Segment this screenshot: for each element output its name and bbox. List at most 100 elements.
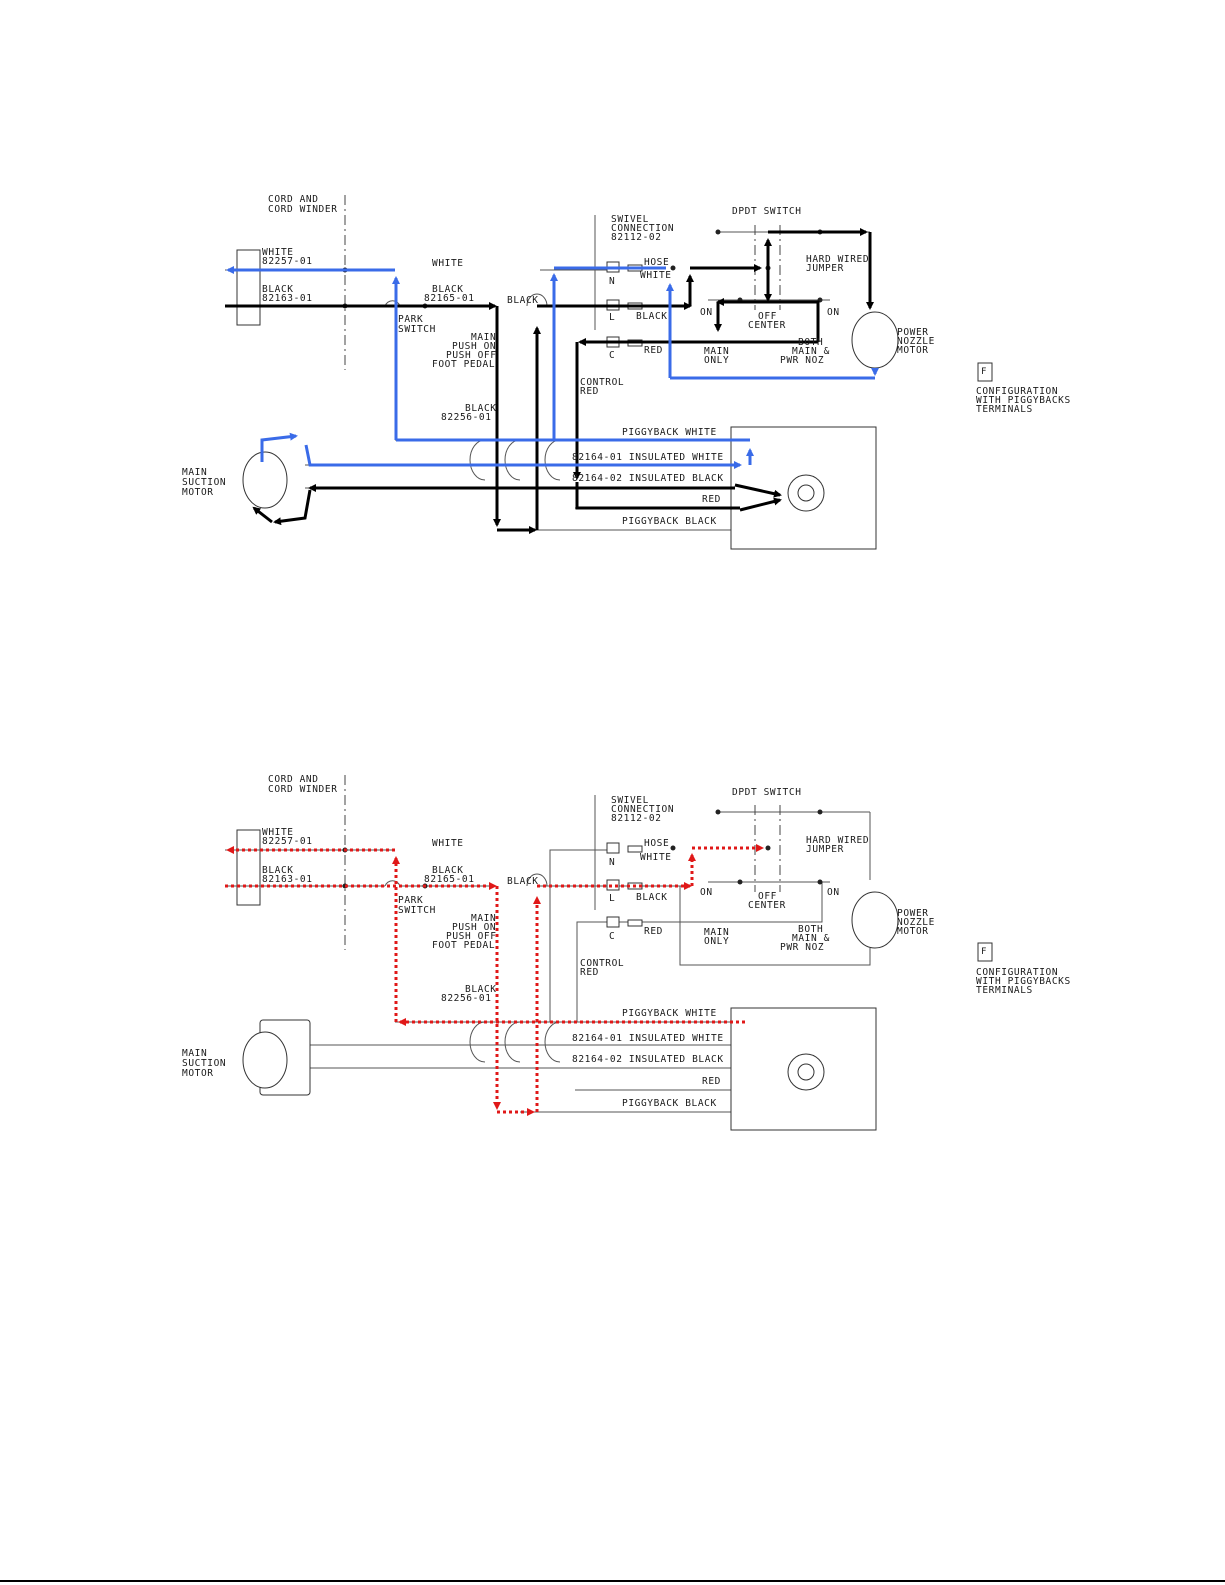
label-main-s: MAIN — [182, 467, 207, 478]
label-cord-and-2: CORD AND — [268, 774, 319, 785]
label-config-3-2: TERMINALS — [976, 985, 1033, 996]
label-white-2: WHITE — [262, 827, 294, 838]
base-wiring-lower — [225, 775, 993, 1131]
label-push-on: PUSH ON — [452, 341, 496, 352]
label-dpdt: DPDT SWITCH — [732, 206, 802, 217]
label-foot-pedal: FOOT PEDAL — [432, 359, 495, 370]
label-hose-black-2: BLACK — [636, 892, 668, 903]
label-piggy-white-2: PIGGYBACK WHITE — [622, 1008, 717, 1019]
label-black-lower: BLACK — [465, 403, 497, 414]
label-suction-motor: MOTOR — [182, 487, 214, 498]
park-switch-path — [225, 844, 764, 1116]
label-nozzle: NOZZLE — [897, 336, 935, 347]
label-control: CONTROL — [580, 377, 624, 388]
label-push-off: PUSH OFF — [446, 350, 497, 361]
label-ins-white: 82164-01 INSULATED WHITE — [572, 452, 724, 463]
label-jumper: JUMPER — [806, 263, 844, 274]
label-main-only-2-2: ONLY — [704, 936, 729, 947]
label-center: CENTER — [748, 320, 786, 331]
label-black-part: 82163-01 — [262, 293, 313, 304]
label-main-only-1-2: MAIN — [704, 927, 729, 938]
label-main-only-2: ONLY — [704, 355, 729, 366]
label-black-main: BLACK — [507, 295, 539, 306]
label-white-part: 82257-01 — [262, 256, 313, 267]
label-control-red-2: RED — [580, 967, 599, 978]
label-white: WHITE — [262, 247, 294, 258]
label-hard-wired: HARD WIRED — [806, 254, 869, 265]
label-hose-red: RED — [644, 345, 663, 356]
label-power: POWER — [897, 327, 929, 338]
label-piggy-black-2: PIGGYBACK BLACK — [622, 1098, 717, 1109]
label-piggy-black: PIGGYBACK BLACK — [622, 516, 717, 527]
label-ins-white-2: 82164-01 INSULATED WHITE — [572, 1033, 724, 1044]
base-wiring — [225, 195, 993, 550]
label-power-2: POWER — [897, 908, 929, 919]
label-ins-black-2: 82164-02 INSULATED BLACK — [572, 1054, 724, 1065]
label-swivel-2: SWIVEL — [611, 795, 649, 806]
label-pn-motor: MOTOR — [897, 345, 929, 356]
label-white-part-2: 82257-01 — [262, 836, 313, 847]
label-black-part-2: 82163-01 — [262, 874, 313, 885]
label-both-3-2: PWR NOZ — [780, 942, 824, 953]
label-black-lower-part: 82256-01 — [441, 412, 492, 423]
config-icon: F — [981, 367, 987, 377]
label-suction-motor-2: MOTOR — [182, 1068, 214, 1079]
label-push-off-2: PUSH OFF — [446, 931, 497, 942]
label-swivel-part-2: 82112-02 — [611, 813, 662, 824]
label-park-2: PARK — [398, 895, 423, 906]
label-black-park: BLACK — [432, 284, 464, 295]
label-park: PARK — [398, 314, 423, 325]
label-n-2: N — [609, 857, 615, 868]
label-main: MAIN — [471, 332, 496, 343]
label-jumper-2: JUMPER — [806, 844, 844, 855]
label-black-2: BLACK — [262, 865, 294, 876]
label-cord-winder: CORD WINDER — [268, 204, 338, 215]
label-off-2: OFF — [758, 891, 777, 902]
label-nozzle-2: NOZZLE — [897, 917, 935, 928]
label-hose-black: BLACK — [636, 311, 668, 322]
label-hose: HOSE — [644, 257, 669, 268]
label-config-2: WITH PIGGYBACKS — [976, 395, 1071, 406]
label-black-park-2: BLACK — [432, 865, 464, 876]
label-foot-pedal-2: FOOT PEDAL — [432, 940, 495, 951]
label-connection: CONNECTION — [611, 223, 674, 234]
label-control-2: CONTROL — [580, 958, 624, 969]
label-hose-2: HOSE — [644, 838, 669, 849]
label-on-left-2: ON — [700, 887, 713, 898]
label-on-left: ON — [700, 307, 713, 318]
label-switch-2: SWITCH — [398, 905, 436, 916]
label-swivel: SWIVEL — [611, 214, 649, 225]
label-on-right: ON — [827, 307, 840, 318]
label-on-right-2: ON — [827, 887, 840, 898]
label-c: C — [609, 350, 615, 361]
label-both-2: MAIN & — [792, 346, 830, 357]
label-black-main-2: BLACK — [507, 876, 539, 887]
label-push-on-2: PUSH ON — [452, 922, 496, 933]
label-piggy-white: PIGGYBACK WHITE — [622, 427, 717, 438]
diagram-upper: CORD AND CORD WINDER WHITE 82257-01 BLAC… — [182, 194, 1071, 550]
page-bottom-rule — [0, 1580, 1225, 1582]
label-cord-winder-2: CORD WINDER — [268, 784, 338, 795]
label-center-2: CENTER — [748, 900, 786, 911]
label-both-1: BOTH — [798, 337, 823, 348]
label-cord-and: CORD AND — [268, 194, 319, 205]
label-white-wire: WHITE — [432, 258, 464, 269]
label-config-2-2: WITH PIGGYBACKS — [976, 976, 1071, 987]
label-switch: SWITCH — [398, 324, 436, 335]
label-black-park-part: 82165-01 — [424, 293, 475, 304]
label-both-2-2: MAIN & — [792, 933, 830, 944]
label-white-wire-2: WHITE — [432, 838, 464, 849]
label-config-1-2: CONFIGURATION — [976, 967, 1058, 978]
config-icon-2: F — [981, 947, 987, 957]
label-hose-white: WHITE — [640, 270, 672, 281]
label-red-term: RED — [702, 494, 721, 505]
label-config-3: TERMINALS — [976, 404, 1033, 415]
label-hose-red-2: RED — [644, 926, 663, 937]
diagram-lower: CORD AND CORD WINDER WHITE 82257-01 BLAC… — [182, 774, 1071, 1131]
label-main-only-1: MAIN — [704, 346, 729, 357]
label-black-lower-part-2: 82256-01 — [441, 993, 492, 1004]
label-l: L — [609, 312, 615, 323]
label-black-lower-2: BLACK — [465, 984, 497, 995]
